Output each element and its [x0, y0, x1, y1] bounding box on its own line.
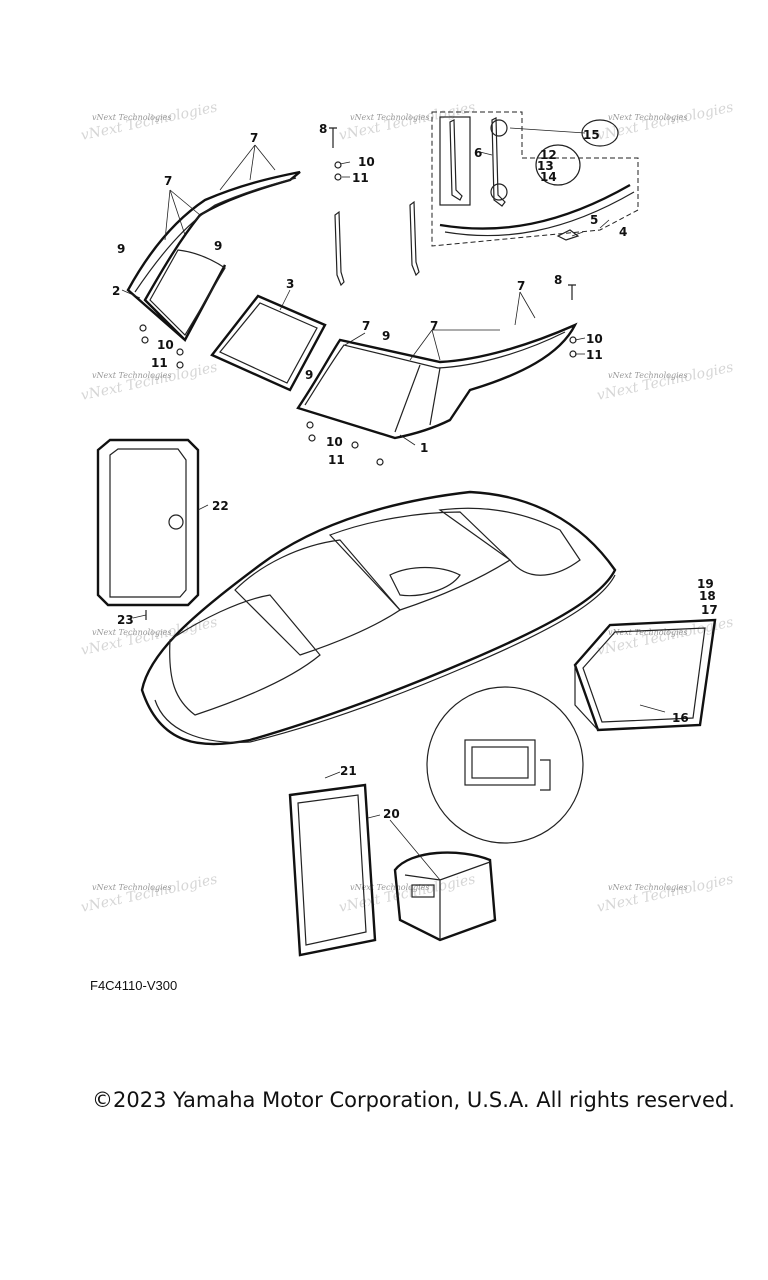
center-windshield-glass	[210, 294, 327, 392]
watermark-text: vNext Technologies	[608, 628, 687, 637]
callout-14: 14	[540, 170, 557, 184]
svg-text:vNext Technologies: vNext Technologies	[80, 359, 219, 404]
callout-16: 16	[672, 711, 689, 725]
watermark-text: vNext Technologies	[350, 113, 429, 122]
storage-compartment	[573, 618, 717, 732]
svg-text:vNext Technologies: vNext Technologies	[338, 871, 477, 916]
watermark-text: vNext Technologies	[92, 371, 171, 380]
callout-7: 7	[362, 319, 370, 333]
callout-3: 3	[286, 277, 294, 291]
callout-8: 8	[319, 122, 327, 136]
callout-11: 11	[328, 453, 345, 467]
callout-7: 7	[430, 319, 438, 333]
callout-11: 11	[352, 171, 369, 185]
callout-9: 9	[382, 329, 390, 343]
callout-6: 6	[474, 146, 482, 160]
watermark-text: vNext Technologies	[350, 883, 429, 892]
callout-4: 4	[619, 225, 627, 239]
callout-15: 15	[583, 128, 600, 142]
diagram-reference-code: F4C4110-V300	[90, 978, 178, 993]
callout-10: 10	[586, 332, 603, 346]
callout-10: 10	[157, 338, 174, 352]
callout-22: 22	[212, 499, 229, 513]
watermark-text: vNext Technologies	[608, 371, 687, 380]
svg-text:vNext Technologies: vNext Technologies	[80, 871, 219, 916]
watermark-text: vNext Technologies	[608, 883, 687, 892]
rail-detail-box	[431, 111, 639, 247]
svg-text:vNext Technologies: vNext Technologies	[596, 871, 735, 916]
handle-rails	[334, 200, 420, 287]
callout-19: 19	[697, 577, 714, 591]
callout-labels: 1 2 3 4 5 6 7 7 7 7 7 8 8 9 9 9 9 10 10 …	[112, 122, 718, 821]
callout-9: 9	[117, 242, 125, 256]
callout-21: 21	[340, 764, 357, 778]
callout-11: 11	[151, 356, 168, 370]
lid-frame	[288, 783, 377, 957]
callout-8: 8	[554, 273, 562, 287]
callout-11: 11	[586, 348, 603, 362]
callout-12: 12	[540, 148, 557, 162]
leader-lines	[121, 127, 666, 881]
callout-18: 18	[699, 589, 716, 603]
callout-7: 7	[517, 279, 525, 293]
callout-17: 17	[701, 603, 718, 617]
right-windshield-panel	[296, 322, 578, 440]
callout-1: 1	[420, 441, 428, 455]
svg-text:vNext Technologies: vNext Technologies	[596, 359, 735, 404]
callout-2: 2	[112, 284, 120, 298]
watermark-text: vNext Technologies	[92, 883, 171, 892]
watermark-text: vNext Technologies	[92, 113, 171, 122]
boat-hull	[140, 490, 617, 746]
callout-10: 10	[326, 435, 343, 449]
callout-10: 10	[358, 155, 375, 169]
left-windshield-panel	[126, 170, 301, 343]
callout-7: 7	[164, 174, 172, 188]
watermark-text: vNext Technologies	[92, 628, 171, 637]
detail-magnifier	[426, 686, 584, 844]
callout-20: 20	[383, 807, 400, 821]
watermark-text: vNext Technologies	[608, 113, 687, 122]
callout-13: 13	[537, 159, 554, 173]
callout-7: 7	[250, 131, 258, 145]
copyright-notice: ©2023 Yamaha Motor Corporation, U.S.A. A…	[92, 1088, 735, 1112]
callout-9: 9	[305, 368, 313, 382]
callout-5: 5	[590, 213, 598, 227]
callout-9: 9	[214, 239, 222, 253]
callout-23: 23	[117, 613, 134, 627]
hatch-cover	[96, 438, 200, 620]
